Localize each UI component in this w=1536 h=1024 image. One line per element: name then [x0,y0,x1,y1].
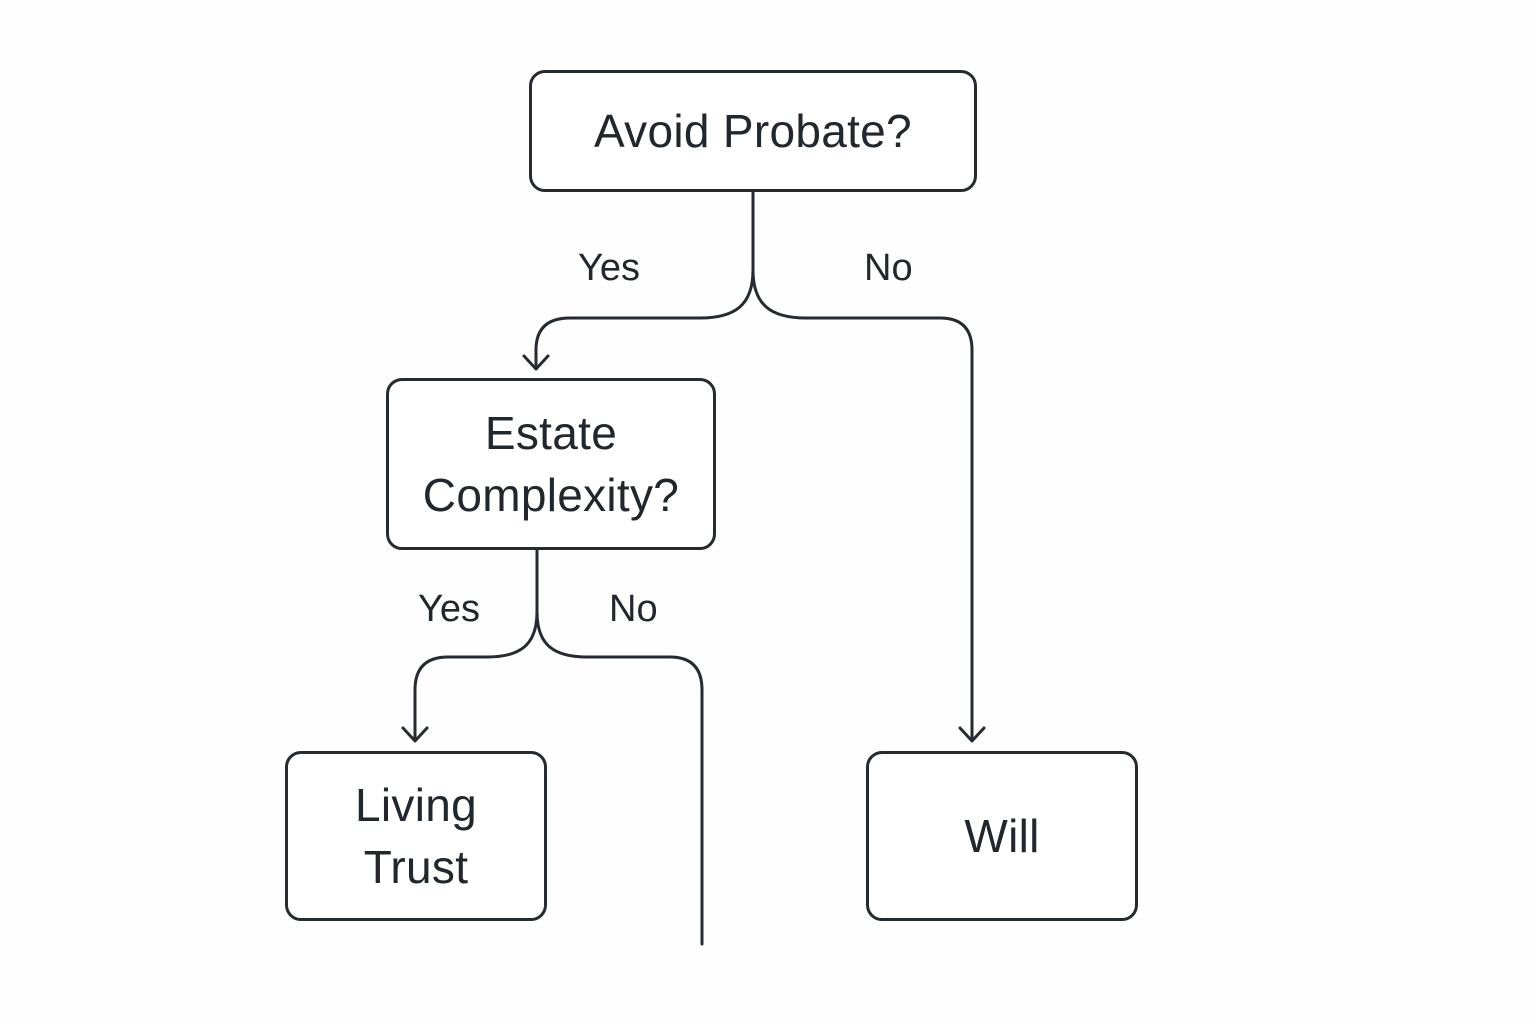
node-will: Will [866,751,1138,921]
node-estate-complexity-label-line1: Estate [484,407,618,459]
node-estate-complexity: Estate Complexity? [386,378,716,550]
connector-complexity-yes [413,610,539,742]
node-living-trust-label-line1: Living [355,779,477,831]
connector-complexity-no [535,610,704,946]
arrowhead-probate-no [958,726,986,743]
arrowhead-probate-yes [522,354,550,371]
connector-probate-no [751,268,974,742]
node-living-trust-label-line2: Trust [363,841,469,893]
node-estate-complexity-label-line2: Complexity? [422,469,680,521]
node-living-trust: Living Trust [285,751,547,921]
node-will-label: Will [964,810,1040,862]
edge-label-complexity-no: No [609,588,658,630]
arrowhead-complexity-yes [401,726,429,743]
node-avoid-probate-label: Avoid Probate? [594,105,912,157]
edge-label-complexity-yes: Yes [418,588,480,630]
edge-label-probate-no: No [864,247,913,289]
edge-label-probate-yes: Yes [578,247,640,289]
connector-probate-yes [534,268,755,370]
node-avoid-probate: Avoid Probate? [529,70,977,192]
